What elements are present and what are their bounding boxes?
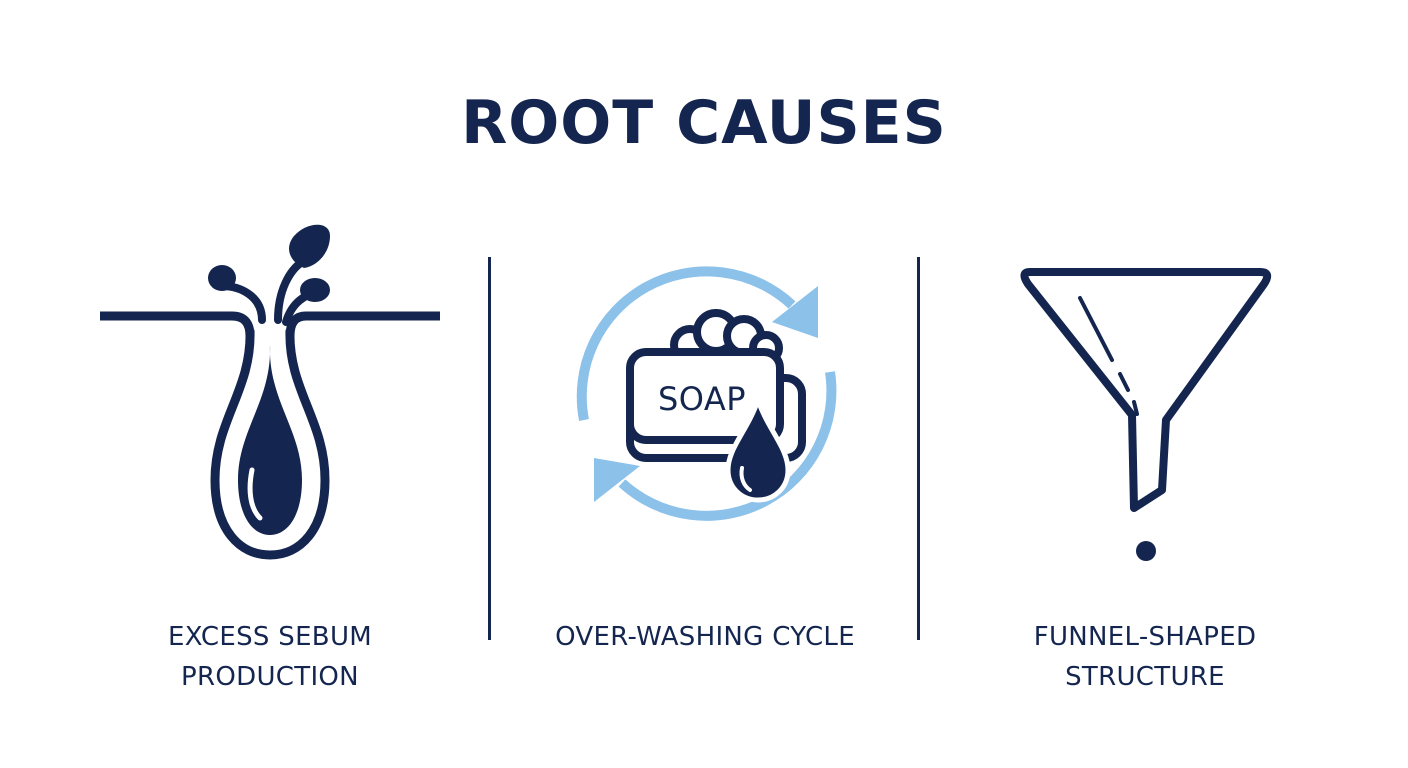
- divider-right: [917, 257, 920, 640]
- soap-cycle-icon: [576, 266, 837, 521]
- caption-line: OVER-WASHING CYCLE: [555, 622, 855, 652]
- caption-line: EXCESS SEBUM: [167, 622, 373, 652]
- caption-over-washing: OVER-WASHING CYCLE: [500, 617, 910, 657]
- divider-left: [488, 257, 491, 640]
- caption-line: STRUCTURE: [1065, 662, 1225, 692]
- funnel-icon: [1020, 268, 1272, 561]
- caption-line: FUNNEL-SHAPED: [1033, 622, 1257, 652]
- sebum-follicle-icon: [100, 224, 440, 560]
- page-title: ROOT CAUSES: [461, 88, 947, 158]
- caption-line: PRODUCTION: [181, 662, 359, 692]
- caption-excess-sebum: EXCESS SEBUM PRODUCTION: [80, 617, 460, 697]
- soap-label: SOAP: [657, 380, 747, 418]
- caption-funnel-shaped: FUNNEL-SHAPED STRUCTURE: [960, 617, 1330, 697]
